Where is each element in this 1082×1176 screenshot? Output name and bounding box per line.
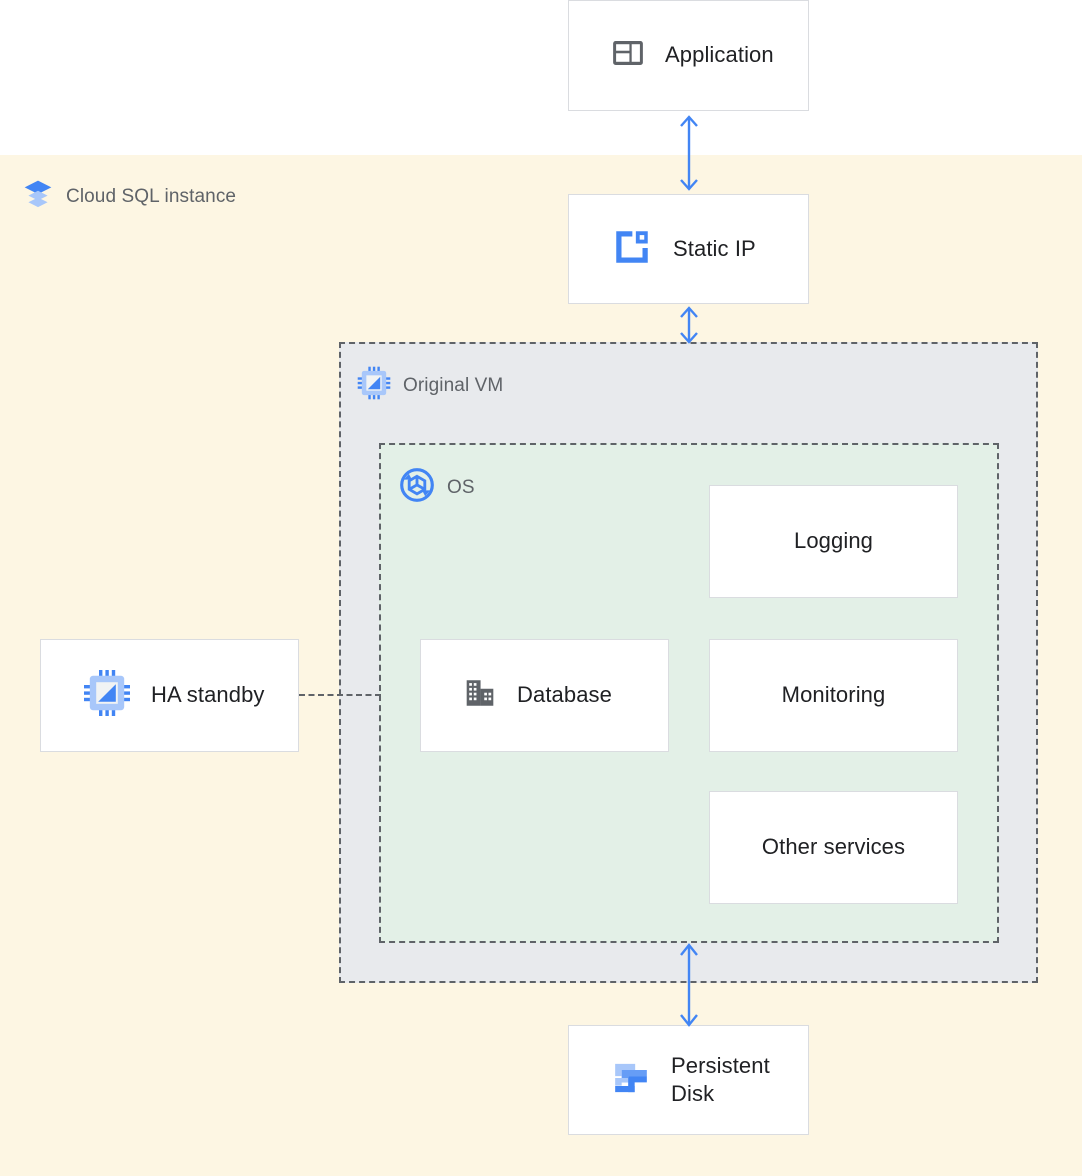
connector-application-to-static-ip [680,115,698,191]
vm-chip-icon [83,669,131,722]
node-monitoring[interactable]: Monitoring [709,639,958,752]
node-label: HA standby [151,682,265,708]
node-database[interactable]: Database [420,639,669,752]
region-label-text: OS [447,476,475,498]
connector-static-ip-to-original-vm [680,306,698,344]
region-label-os: OS [399,467,475,508]
os-cube-icon [399,467,435,508]
application-window-icon [611,36,645,75]
node-other-services[interactable]: Other services [709,791,958,904]
region-label-cloud-sql-instance: Cloud SQL instance [22,178,236,215]
region-label-original-vm: Original VM [357,366,503,405]
region-label-text: Original VM [403,374,504,396]
vm-chip-icon [357,366,391,405]
node-application[interactable]: Application [568,0,809,111]
persistent-disk-icon [611,1058,651,1103]
node-logging[interactable]: Logging [709,485,958,598]
node-label: Other services [761,834,906,860]
node-label: Logging [794,528,873,554]
node-label: Persistent Disk [671,1052,770,1106]
cloud-sql-stack-icon [22,178,54,215]
node-persistent-disk[interactable]: Persistent Disk [568,1025,809,1135]
node-ha-standby[interactable]: HA standby [40,639,299,752]
node-static-ip[interactable]: Static IP [568,194,809,304]
database-building-icon [463,676,497,715]
region-label-text: Cloud SQL instance [66,185,237,207]
static-ip-icon [611,226,653,273]
node-label: Database [517,682,612,708]
node-label: Monitoring [781,682,886,708]
connector-os-to-persistent-disk [680,943,698,1027]
node-label: Static IP [673,235,756,261]
connector-ha-standby-to-os [299,694,381,696]
node-label: Application [665,42,774,68]
